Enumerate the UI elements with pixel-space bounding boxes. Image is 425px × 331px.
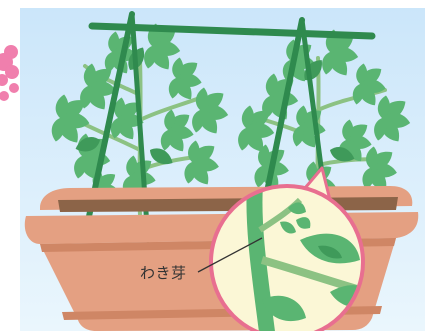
magnifier-callout — [209, 184, 365, 331]
side-shoot-label: わき芽 — [140, 264, 187, 282]
callout-leader-line — [197, 237, 263, 273]
flower-decoration — [0, 45, 19, 101]
